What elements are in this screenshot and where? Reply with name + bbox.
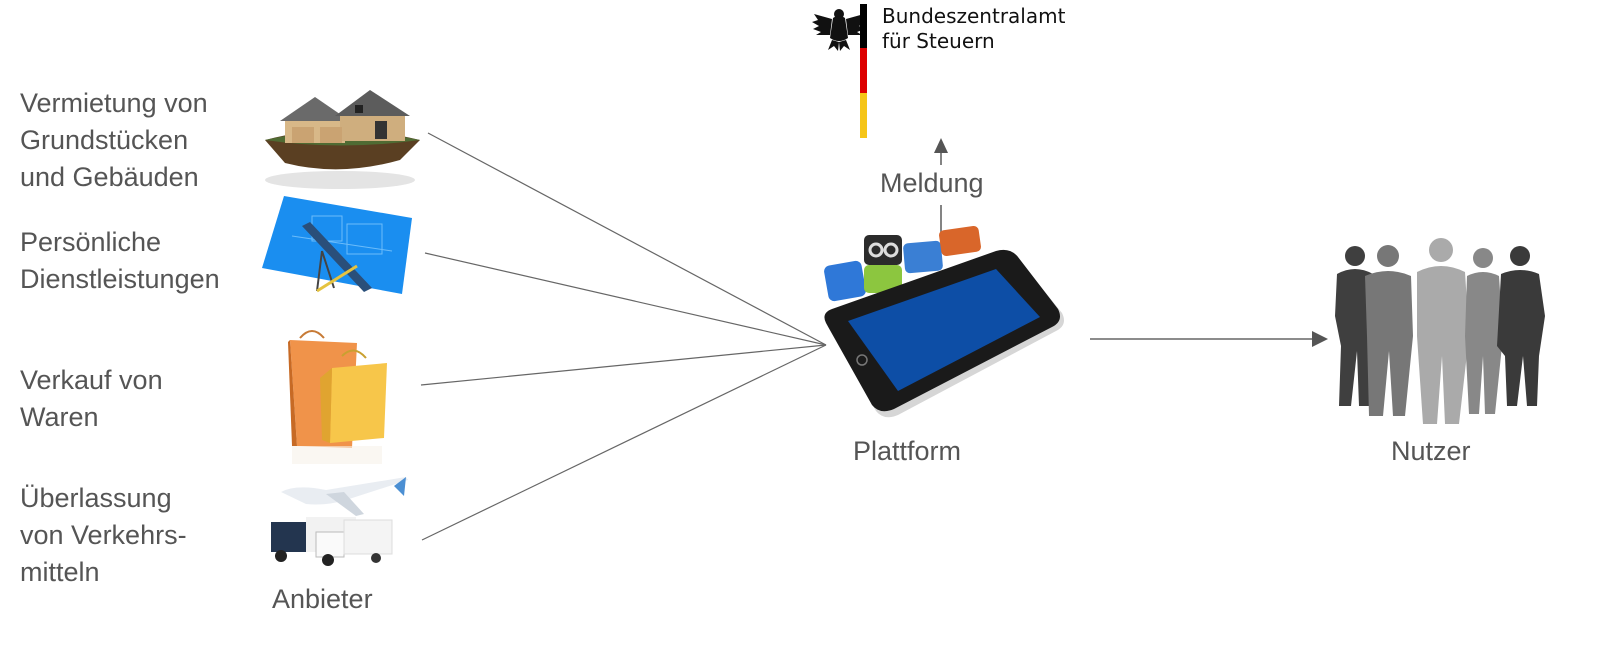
airplane-icon [281,477,408,516]
person-silhouette [1465,248,1503,414]
truck-icon [271,517,393,566]
people-silhouettes-icon [1335,238,1545,424]
connector-line-services [424,252,827,346]
shopping-bags-icon [288,330,387,464]
connector-line-transport [421,344,827,541]
flag-stripe-black [860,4,867,48]
authority-name: Bundeszentralamt für Steuern [882,4,1065,54]
platform-caption: Plattform [853,436,962,466]
person-silhouette [1335,246,1375,406]
blueprint-icon [262,196,412,294]
provider-label-goods: Verkauf von Waren [20,365,163,432]
authority-name-line1: Bundeszentralamt [882,4,1066,28]
authority-logo: Bundeszentralamt für Steuern [810,4,1070,139]
house-icon [265,90,420,189]
flag-stripe-red [860,48,867,93]
connector-line-rental [427,132,827,346]
connector-line-goods [420,344,827,386]
tablet-device [824,249,1064,418]
provider-label-services: Persönliche Dienstleistungen [20,227,220,294]
arrow-head-report [934,138,948,153]
provider-label-rental: Vermietung von Grundstücken und Gebäuden [20,88,208,192]
person-silhouette [1497,246,1545,406]
provider-label-transport: Überlassung von Verkehrs- mitteln [20,483,187,587]
app-icons [824,225,981,302]
transport-icon [271,477,408,566]
users-caption: Nutzer [1391,436,1471,466]
person-silhouette [1417,238,1469,424]
flag-stripe-gold [860,93,867,138]
authority-name-line2: für Steuern [882,29,995,53]
report-label: Meldung [880,168,984,198]
providers-caption: Anbieter [272,584,373,614]
arrow-head-users [1312,331,1328,347]
tablet-icon [824,225,1064,418]
person-silhouette [1365,245,1413,416]
